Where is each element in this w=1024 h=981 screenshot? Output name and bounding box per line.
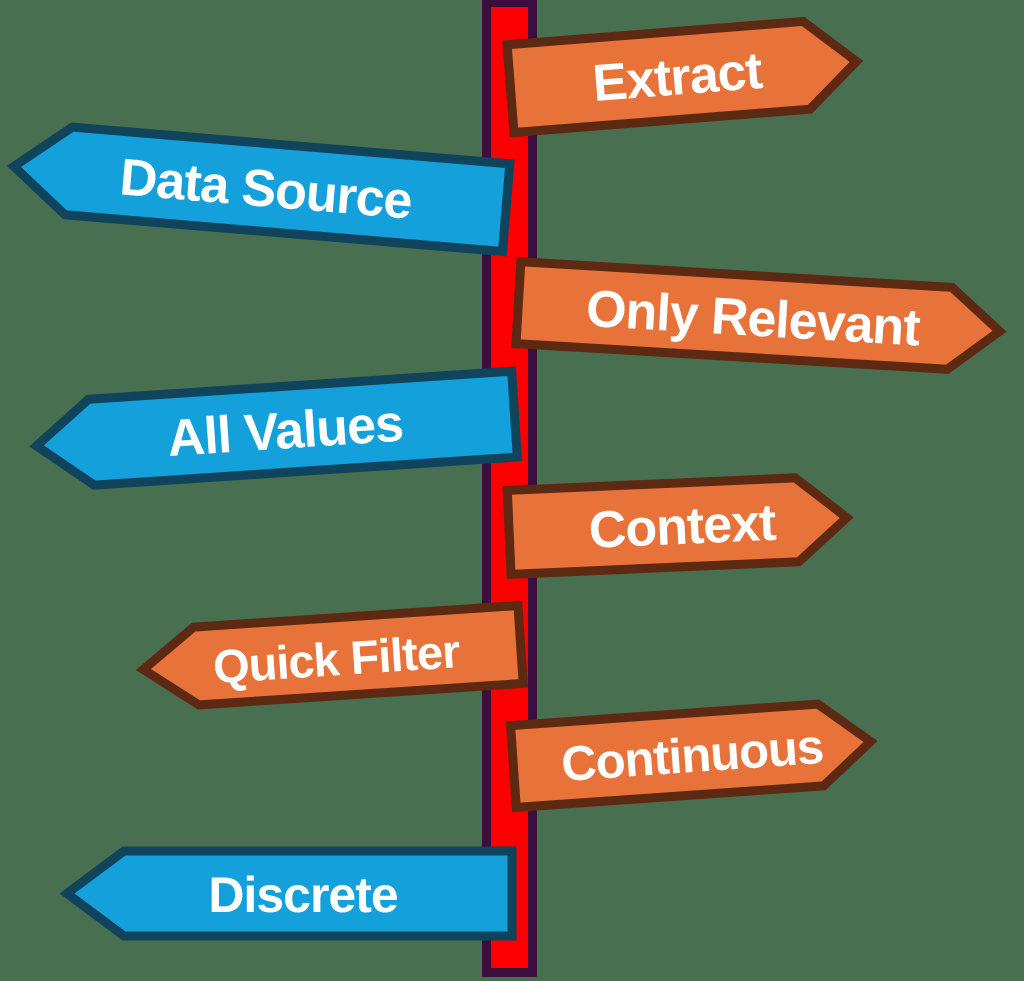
sign-extract-label: Extract <box>591 42 765 113</box>
sign-only-relevant: Only Relevant <box>511 257 1007 374</box>
right-arrow-sign-shape <box>502 473 854 580</box>
sign-extract: Extract <box>502 16 864 138</box>
left-arrow-sign-shape <box>6 122 515 257</box>
left-arrow-sign-shape <box>135 600 528 710</box>
sign-quick-filter: Quick Filter <box>135 600 528 710</box>
sign-context-label: Context <box>588 494 778 560</box>
right-arrow-sign-shape <box>502 16 864 138</box>
left-arrow-sign-shape <box>59 846 517 941</box>
sign-context: Context <box>502 473 854 580</box>
sign-all-values: All Values <box>29 366 523 490</box>
left-arrow-sign-shape <box>29 366 523 490</box>
right-arrow-sign-shape <box>511 257 1007 374</box>
sign-discrete-label: Discrete <box>208 867 398 923</box>
sign-data-source: Data Source <box>6 122 515 257</box>
sign-discrete: Discrete <box>59 846 517 941</box>
right-arrow-sign-shape <box>505 699 878 813</box>
sign-continuous: Continuous <box>505 699 878 813</box>
